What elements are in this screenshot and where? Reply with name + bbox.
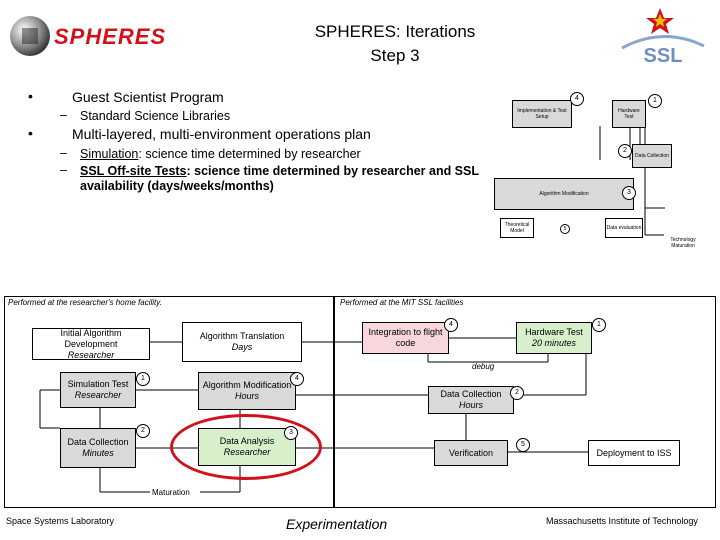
mini-impl-box: Implementation & Test Setup bbox=[512, 100, 572, 128]
data-coll-home-num: 2 bbox=[136, 424, 150, 438]
home-panel-label: Performed at the researcher's home facil… bbox=[8, 298, 162, 307]
mini-tech-maturation: Technology Maturation bbox=[664, 234, 702, 252]
offsite-rest: : science time determined by researcher … bbox=[186, 164, 479, 178]
footer-left: Space Systems Laboratory bbox=[6, 516, 115, 526]
alg-mod-box: Algorithm Modification Hours bbox=[198, 372, 296, 410]
initial-dev-sub: Researcher bbox=[67, 349, 115, 360]
data-coll-ssl-num: 2 bbox=[510, 386, 524, 400]
mini-hardware-box: Hardware Test bbox=[612, 100, 646, 128]
hardware-test-sub: 20 minutes bbox=[531, 338, 577, 348]
mini-data-eval-box: Data evaluation bbox=[605, 218, 643, 238]
sim-test-label: Simulation Test bbox=[67, 379, 129, 389]
title-line-2: Step 3 bbox=[370, 46, 420, 65]
translation-box: Algorithm Translation Days bbox=[182, 322, 302, 362]
data-coll-home-sub: Minutes bbox=[82, 448, 114, 458]
page-title: SPHERES: Iterations Step 3 bbox=[270, 20, 520, 68]
verification-box: Verification bbox=[434, 440, 508, 466]
bullet-2: Multi-layered, multi-environment operati… bbox=[72, 126, 371, 142]
alg-mod-sub: Hours bbox=[234, 391, 259, 401]
ssl-logo-text: SSL bbox=[644, 45, 683, 66]
hardware-num: 1 bbox=[592, 318, 606, 332]
bullet-2-sub-2: SSL Off-site Tests: science time determi… bbox=[80, 164, 479, 178]
data-coll-ssl-box: Data Collection Hours bbox=[428, 386, 514, 414]
home-panel bbox=[4, 296, 334, 508]
hardware-test-box: Hardware Test 20 minutes bbox=[516, 322, 592, 354]
alg-mod-label: Algorithm Modification bbox=[202, 380, 292, 390]
mini-num-5: 5 bbox=[560, 224, 570, 234]
debug-label: debug bbox=[472, 362, 495, 371]
mini-num-3: 3 bbox=[622, 186, 636, 200]
sim-num: 1 bbox=[136, 372, 150, 386]
mini-theoretical-box: Theoretical Model bbox=[500, 218, 534, 238]
verification-label: Verification bbox=[448, 447, 494, 458]
data-coll-home-box: Data Collection Minutes bbox=[60, 428, 136, 468]
integration-num: 4 bbox=[444, 318, 458, 332]
ssl-logo: SSL bbox=[618, 6, 708, 67]
bullet-1-dot: • bbox=[28, 88, 33, 104]
ssl-panel bbox=[334, 296, 716, 508]
data-coll-ssl-label: Data Collection bbox=[440, 389, 502, 399]
mini-num-2: 2 bbox=[618, 144, 632, 158]
mini-num-1: 1 bbox=[648, 94, 662, 108]
bullet-1: Guest Scientist Program bbox=[72, 89, 224, 105]
bullet-2-dash-1: – bbox=[60, 146, 67, 160]
translation-sub: Days bbox=[231, 342, 253, 352]
maturation-label: Maturation bbox=[152, 488, 190, 497]
spheres-logo bbox=[8, 14, 52, 58]
data-analysis-highlight bbox=[170, 414, 322, 480]
offsite-label: SSL Off-site Tests bbox=[80, 164, 187, 178]
mini-data-collection-box: Data Collection bbox=[632, 144, 672, 168]
hardware-test-label: Hardware Test bbox=[525, 327, 583, 337]
simulation-label: Simulation bbox=[80, 147, 139, 161]
deployment-label: Deployment to ISS bbox=[596, 447, 672, 458]
sim-test-sub: Researcher bbox=[74, 390, 122, 400]
sim-test-box: Simulation Test Researcher bbox=[60, 372, 136, 408]
translation-label: Algorithm Translation bbox=[199, 331, 285, 341]
data-coll-ssl-sub: Hours bbox=[458, 400, 483, 410]
integration-label: Integration to flight code bbox=[368, 327, 443, 348]
verification-num: 5 bbox=[516, 438, 530, 452]
deployment-box: Deployment to ISS bbox=[588, 440, 680, 466]
bullet-2-sub-1: Simulation: science time determined by r… bbox=[80, 147, 361, 161]
initial-dev-label: Initial Algorithm Development bbox=[60, 327, 122, 349]
bullet-2-dash-2: – bbox=[60, 163, 67, 177]
data-coll-home-label: Data Collection bbox=[67, 437, 129, 447]
title-line-1: SPHERES: Iterations bbox=[314, 22, 476, 41]
bullet-1-sub-1: Standard Science Libraries bbox=[80, 109, 231, 123]
mini-algorithm-box: Algorithm Modification bbox=[494, 178, 634, 210]
bullet-2-sub-2-line2: availability (days/weeks/months) bbox=[80, 179, 274, 193]
spheres-logo-text: SPHERES bbox=[54, 24, 167, 49]
footer-center: Experimentation bbox=[286, 516, 388, 532]
integration-box: Integration to flight code bbox=[362, 322, 449, 354]
initial-dev-box: Initial Algorithm Development Researcher bbox=[32, 328, 150, 360]
ssl-panel-label: Performed at the MIT SSL facilities bbox=[340, 298, 464, 307]
bullet-1-dash: – bbox=[60, 108, 67, 122]
alg-mod-num: 4 bbox=[290, 372, 304, 386]
mini-num-4: 4 bbox=[570, 92, 584, 106]
bullet-2-dot: • bbox=[28, 125, 33, 141]
simulation-rest: : science time determined by researcher bbox=[138, 147, 361, 161]
footer-right: Massachusetts Institute of Technology bbox=[546, 516, 698, 526]
